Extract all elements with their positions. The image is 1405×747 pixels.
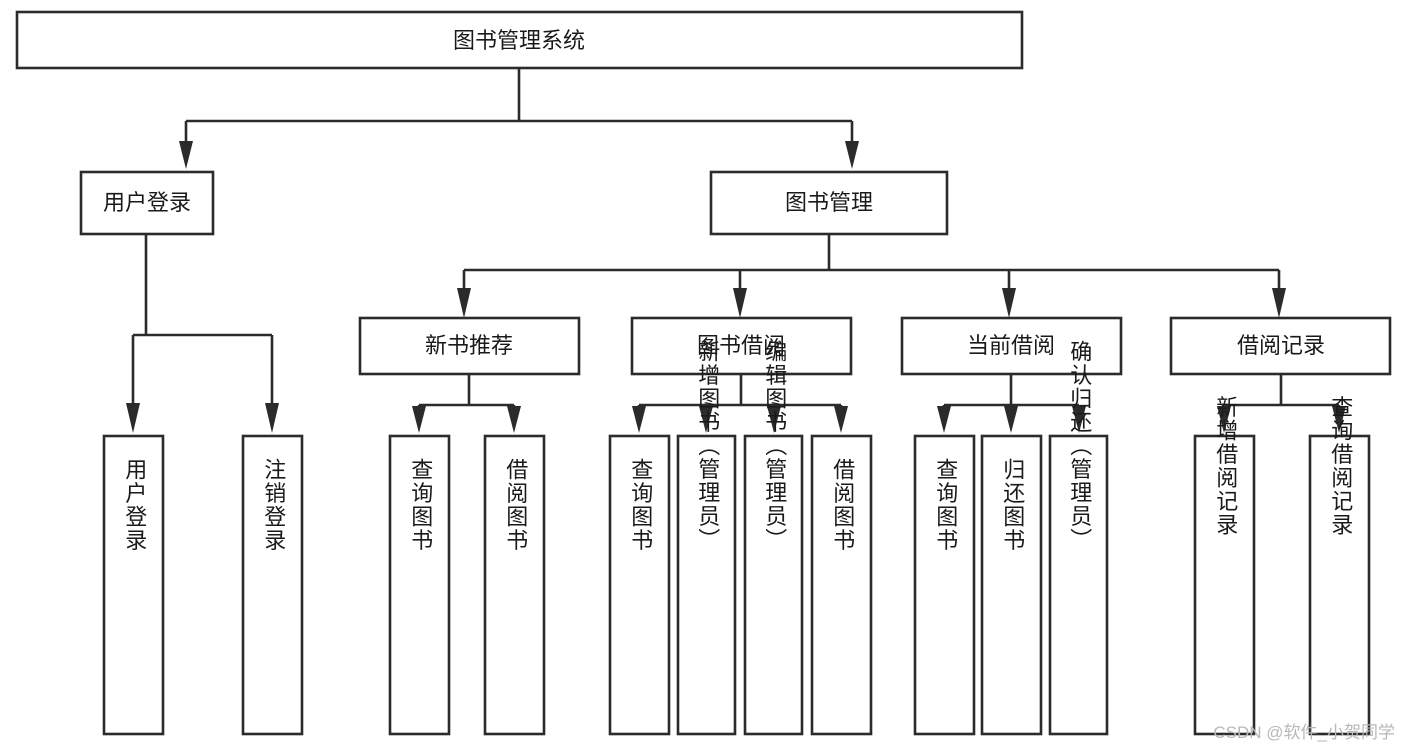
node-leaf-borrow-book-1-label: 借阅图书 bbox=[503, 458, 528, 552]
connector-book-management-to-level3 bbox=[457, 234, 1286, 318]
node-current-borrow-label: 当前借阅 bbox=[967, 333, 1055, 358]
node-new-book-recommend[interactable]: 新书推荐 bbox=[358, 316, 581, 376]
node-leaf-return-book[interactable]: 归还图书 bbox=[980, 434, 1043, 736]
node-leaf-confirm-return[interactable]: 确认归还（管理员） bbox=[1048, 340, 1109, 736]
node-new-book-recommend-label: 新书推荐 bbox=[425, 333, 513, 358]
node-book-management[interactable]: 图书管理 bbox=[709, 170, 949, 236]
node-leaf-query-book-3-label: 查询图书 bbox=[933, 458, 958, 552]
node-leaf-borrow-book-2-label: 借阅图书 bbox=[830, 458, 855, 552]
node-book-management-label: 图书管理 bbox=[785, 190, 873, 215]
node-user-login[interactable]: 用户登录 bbox=[79, 170, 215, 236]
node-leaf-return-book-label: 归还图书 bbox=[1000, 458, 1025, 552]
connector-borrow-record-to-leaves bbox=[1217, 374, 1346, 433]
node-borrow-record[interactable]: 借阅记录 bbox=[1169, 316, 1392, 376]
connector-current-borrow-to-leaves bbox=[937, 374, 1086, 433]
node-root[interactable]: 图书管理系统 bbox=[15, 10, 1024, 70]
node-leaf-logout[interactable]: 注销登录 bbox=[241, 434, 304, 736]
node-leaf-add-book[interactable]: 新增图书（管理员） bbox=[676, 340, 737, 736]
connector-book-borrow-to-leaves bbox=[632, 374, 848, 433]
node-leaf-add-book-label: 新增图书（管理员） bbox=[695, 340, 720, 552]
node-leaf-borrow-book-1[interactable]: 借阅图书 bbox=[483, 434, 546, 736]
node-leaf-query-record-label: 查询借阅记录 bbox=[1328, 396, 1353, 537]
node-book-borrow[interactable]: 图书借阅 bbox=[630, 316, 853, 376]
node-leaf-borrow-book-2[interactable]: 借阅图书 bbox=[810, 434, 873, 736]
node-leaf-edit-book-label: 编辑图书（管理员） bbox=[762, 340, 787, 552]
node-root-label: 图书管理系统 bbox=[453, 28, 585, 53]
node-leaf-query-book-2-label: 查询图书 bbox=[628, 458, 653, 552]
node-current-borrow[interactable]: 当前借阅 bbox=[900, 316, 1123, 376]
node-user-login-label: 用户登录 bbox=[103, 190, 191, 215]
node-leaf-edit-book[interactable]: 编辑图书（管理员） bbox=[743, 340, 804, 736]
node-leaf-user-login-label: 用户登录 bbox=[122, 458, 147, 552]
node-leaf-confirm-return-label: 确认归还（管理员） bbox=[1067, 340, 1092, 552]
node-leaf-add-record[interactable]: 新增借阅记录 bbox=[1193, 396, 1256, 736]
connector-user-login-to-leaves bbox=[126, 234, 279, 433]
connector-new-book-recommend-to-leaves bbox=[412, 374, 521, 433]
node-book-borrow-label: 图书借阅 bbox=[697, 333, 785, 358]
node-borrow-record-label: 借阅记录 bbox=[1237, 333, 1325, 358]
connector-root-to-level2 bbox=[179, 68, 859, 169]
node-leaf-add-record-label: 新增借阅记录 bbox=[1213, 396, 1238, 537]
node-leaf-query-record[interactable]: 查询借阅记录 bbox=[1308, 396, 1371, 736]
node-leaf-user-login[interactable]: 用户登录 bbox=[102, 434, 165, 736]
node-leaf-query-book-2[interactable]: 查询图书 bbox=[608, 434, 671, 736]
node-leaf-query-book-1-label: 查询图书 bbox=[408, 458, 433, 552]
node-leaf-query-book-3[interactable]: 查询图书 bbox=[913, 434, 976, 736]
node-leaf-logout-label: 注销登录 bbox=[261, 458, 286, 552]
node-leaf-query-book-1[interactable]: 查询图书 bbox=[388, 434, 451, 736]
